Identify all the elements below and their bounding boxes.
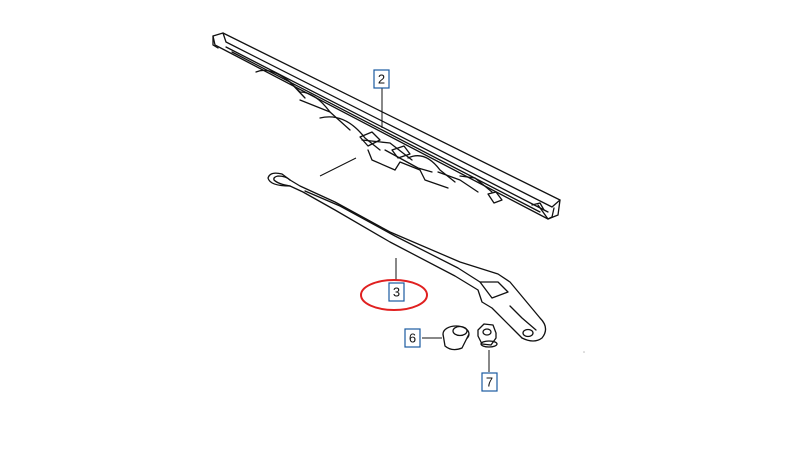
callout-2[interactable]: 2	[373, 69, 390, 89]
callout-6[interactable]: 6	[404, 328, 421, 348]
cap[interactable]	[442, 325, 470, 351]
wiper-blade[interactable]	[212, 32, 561, 220]
leader-lines	[319, 88, 490, 372]
callout-7[interactable]: 7	[481, 372, 498, 392]
speck	[583, 351, 585, 353]
svg-text:7: 7	[486, 375, 493, 390]
highlight-ring	[360, 279, 428, 311]
callout-3[interactable]: 3	[388, 282, 405, 302]
svg-text:2: 2	[378, 72, 385, 87]
wiper-arm[interactable]	[267, 172, 547, 342]
svg-text:6: 6	[409, 331, 416, 346]
svg-text:3: 3	[393, 285, 400, 300]
nut[interactable]	[477, 323, 498, 348]
leader-arm-to-blade	[319, 157, 357, 177]
